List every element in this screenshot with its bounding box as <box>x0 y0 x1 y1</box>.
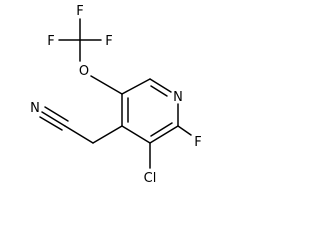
bond-c3-c4 <box>121 125 151 144</box>
atom-f-right: F <box>105 34 112 49</box>
bond-c2-f <box>177 125 192 136</box>
atom-cl: Cl <box>144 171 157 186</box>
bond-c6-n <box>149 78 172 93</box>
atom-f-top: F <box>76 4 83 19</box>
bond-c-n-triple-1 <box>41 111 66 127</box>
atom-f-left: F <box>47 34 54 49</box>
atom-f-ring: F <box>194 135 201 150</box>
bond-c6-n-inner <box>150 85 168 97</box>
bond-c4-ch2 <box>92 125 123 144</box>
bond-c-n-triple-3 <box>44 106 69 122</box>
atom-n-nitrile: N <box>30 101 40 116</box>
bond-c5-c6 <box>121 78 151 95</box>
atom-o: O <box>79 64 89 79</box>
bond-c-n-triple-2 <box>39 116 63 131</box>
atom-n-ring: N <box>173 90 183 105</box>
bond-o-c5 <box>90 75 123 95</box>
bond-ch2-cn <box>64 125 94 144</box>
molecule-drawing: F F F O N N F Cl <box>30 4 202 186</box>
structure-canvas: F F F O N N F Cl <box>30 4 202 186</box>
bond-c2-c3 <box>149 125 179 144</box>
bond-c2-c3-inner <box>150 122 173 137</box>
